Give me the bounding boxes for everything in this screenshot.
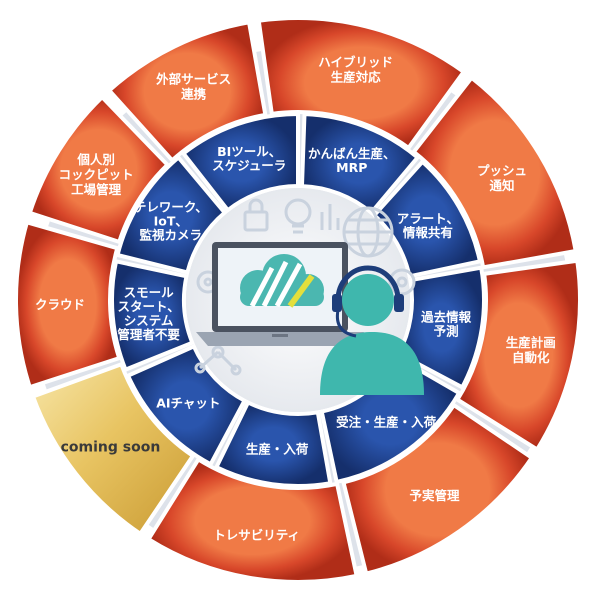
cloud-icon — [240, 254, 324, 308]
outer-label-line: コックピット — [59, 167, 134, 182]
headset-person-icon — [320, 265, 424, 395]
inner-label-line: かんばん生産、 — [308, 146, 396, 161]
inner-label-kanban: かんばん生産、MRP — [308, 146, 396, 175]
inner-label-line: スモール — [124, 285, 175, 300]
inner-label-line: MRP — [336, 160, 367, 175]
outer-label-line: クラウド — [35, 297, 85, 312]
outer-label-line: 自動化 — [512, 350, 550, 365]
inner-label-forecast: 過去情報予測 — [420, 309, 472, 338]
inner-label-line: システム — [124, 313, 174, 328]
inner-label-line: AIチャット — [156, 395, 220, 410]
inner-label-small-start: スモールスタート、システム管理者不要 — [117, 285, 180, 342]
network-icon — [194, 345, 242, 376]
outer-label-line: 連携 — [181, 87, 207, 102]
inner-label-production-arrival: 生産・入荷 — [246, 442, 309, 457]
inner-segment-production-arrival — [213, 399, 333, 488]
inner-label-line: 受注・生産・入荷 — [336, 414, 437, 429]
inner-segment-telework — [115, 154, 228, 275]
inner-label-bi-tools: BIツール、スケジューラ — [212, 144, 286, 173]
inner-label-line: BIツール、 — [217, 144, 281, 159]
inner-label-order: 受注・生産・入荷 — [336, 414, 437, 429]
outer-label-line: トレサビリティ — [213, 527, 300, 542]
inner-label-line: IoT、 — [154, 214, 188, 229]
inner-label-line: 情報共有 — [403, 225, 453, 240]
outer-label-line: ハイブリッド — [318, 55, 393, 70]
outer-label-line: 個人別 — [76, 152, 115, 167]
outer-label-line: 生産計画 — [506, 335, 556, 350]
inner-label-ai-chat: AIチャット — [156, 395, 220, 410]
inner-label-line: アラート、 — [397, 211, 459, 226]
outer-label-coming-soon: coming soon — [61, 440, 161, 456]
outer-label-traceability: トレサビリティ — [213, 527, 300, 542]
outer-label-production-plan: 生産計画自動化 — [506, 335, 556, 365]
outer-label-line: 生産対応 — [331, 70, 382, 85]
outer-label-hybrid: ハイブリッド生産対応 — [318, 55, 393, 85]
inner-ring — [110, 111, 486, 488]
lightbulb-icon — [284, 198, 312, 234]
background-icons — [194, 198, 416, 376]
outer-label-push: プッシュ通知 — [477, 163, 527, 193]
inner-label-line: スタート、 — [117, 299, 179, 314]
outer-label-line: 工場管理 — [71, 182, 122, 197]
outer-label-line: 予実管理 — [410, 488, 461, 503]
labels: 外部サービス連携 ハイブリッド生産対応プッシュ通知生産計画自動化予実管理トレサビリ… — [35, 55, 556, 543]
inner-segment-forecast — [395, 265, 486, 391]
inner-label-line: 監視カメラ — [140, 228, 203, 243]
outer-label-budget: 予実管理 — [410, 488, 461, 503]
inner-segment-kanban — [299, 112, 421, 216]
inner-segment-ai-chat — [125, 343, 248, 467]
outer-label-line: 通知 — [489, 178, 514, 193]
inner-segment-bi-tools — [180, 111, 300, 213]
inner-label-line: 管理者不要 — [117, 327, 180, 342]
inner-label-line: 過去情報 — [420, 309, 472, 324]
inner-segment-alert — [371, 158, 483, 279]
inner-segment-small-start — [110, 258, 195, 373]
globe-icon — [342, 206, 394, 258]
inner-label-telework: テレワーク、IoT、監視カメラ — [134, 200, 208, 243]
outer-label-line: 外部サービス — [155, 72, 231, 87]
outer-label-cockpit: 個人別コックピット工場管理 — [59, 152, 134, 197]
inner-label-line: スケジューラ — [212, 158, 286, 173]
inner-label-line: 生産・入荷 — [246, 442, 309, 457]
inner-label-line: 予測 — [434, 323, 459, 338]
lock-icon — [243, 198, 269, 232]
outer-label-line: プッシュ — [477, 163, 527, 178]
outer-label-line: coming soon — [61, 440, 161, 456]
chart-icon — [320, 204, 340, 230]
inner-label-line: テレワーク、 — [134, 200, 208, 215]
outer-label-external-service: 外部サービス連携 — [155, 72, 231, 102]
outer-ring — [14, 16, 582, 584]
inner-label-alert: アラート、情報共有 — [397, 211, 459, 240]
outer-label-cloud: クラウド — [35, 297, 85, 312]
